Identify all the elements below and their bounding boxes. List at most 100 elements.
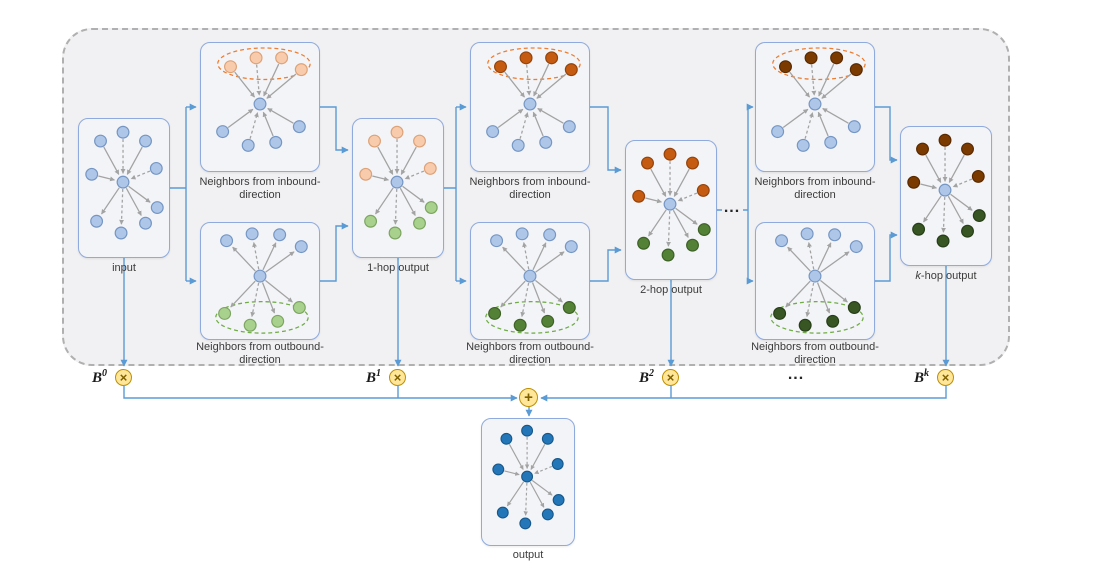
graph-node bbox=[500, 432, 513, 445]
graph-edge bbox=[519, 112, 529, 139]
graph-center-node bbox=[521, 470, 534, 483]
neighbor-cluster-ellipse bbox=[485, 301, 579, 334]
graph-node bbox=[150, 201, 164, 215]
inbound-graph-3 bbox=[771, 47, 866, 152]
graph-node bbox=[562, 301, 576, 315]
graph-edge bbox=[920, 183, 937, 190]
neighbor-cluster-ellipse bbox=[770, 301, 864, 334]
caption-line: direction bbox=[509, 189, 551, 202]
graph-node bbox=[519, 51, 533, 65]
graph-edge bbox=[789, 71, 811, 98]
connector-arrow bbox=[590, 106, 622, 174]
graph-node bbox=[114, 226, 128, 240]
inbound-neighbors-panel-1 bbox=[200, 42, 320, 172]
graph-edge bbox=[818, 63, 835, 97]
graph-edge bbox=[532, 242, 547, 271]
graph-edge bbox=[230, 280, 256, 308]
graph-node bbox=[364, 214, 378, 228]
graph-edge bbox=[645, 197, 662, 204]
graph-node bbox=[139, 134, 152, 148]
hopk-graph bbox=[907, 133, 986, 248]
outbound3-caption: Neighbors from outbound- direction bbox=[745, 341, 885, 368]
graph-node bbox=[490, 234, 504, 248]
graph-node bbox=[116, 125, 130, 139]
graph-edge bbox=[782, 108, 809, 129]
graph-edge bbox=[950, 193, 973, 211]
inbound-graph-1 bbox=[216, 47, 311, 152]
oplus-operator: + bbox=[519, 388, 538, 407]
matrix-label-bk: Bk bbox=[914, 368, 930, 386]
otimes-operator-2: × bbox=[662, 369, 679, 386]
graph-node bbox=[961, 224, 974, 238]
graph-node bbox=[294, 63, 308, 77]
otimes-icon: × bbox=[119, 370, 128, 385]
connector-arrow bbox=[590, 246, 622, 282]
graph-node bbox=[830, 51, 844, 65]
graph-node bbox=[916, 142, 929, 156]
graph-edge bbox=[805, 282, 815, 318]
graph-node bbox=[564, 240, 578, 254]
graph-node bbox=[271, 314, 285, 328]
graph-node bbox=[359, 167, 373, 181]
graph-node bbox=[245, 227, 259, 241]
output-caption: output bbox=[512, 549, 544, 561]
hop2-output-panel bbox=[625, 140, 717, 280]
graph-edge bbox=[650, 168, 667, 197]
graph-center-node bbox=[116, 175, 130, 189]
graph-edge bbox=[822, 107, 849, 124]
neighbor-cluster-ellipse bbox=[772, 47, 866, 81]
graph-node bbox=[800, 227, 814, 241]
caption-line: Neighbors from inbound- bbox=[469, 176, 591, 188]
graph-edge bbox=[816, 282, 831, 314]
inbound3-caption: Neighbors from inbound- direction bbox=[745, 176, 885, 203]
graph-node bbox=[224, 60, 237, 74]
graph-node bbox=[562, 120, 576, 134]
graph-center-node bbox=[253, 269, 267, 283]
graph-node bbox=[486, 125, 500, 139]
outbound-neighbors-panel-1 bbox=[200, 222, 320, 340]
graph-node bbox=[269, 135, 283, 149]
graph-edge bbox=[819, 279, 848, 303]
graph-node bbox=[641, 156, 654, 170]
graph-edge bbox=[250, 282, 260, 318]
input-graph-panel bbox=[78, 118, 170, 258]
graph-edge bbox=[948, 154, 965, 183]
graph-node bbox=[90, 214, 104, 228]
caption-line: direction bbox=[239, 354, 281, 367]
graph-node bbox=[972, 209, 986, 223]
graph-edge bbox=[523, 482, 529, 516]
graph-node bbox=[938, 133, 952, 147]
caption-line: direction bbox=[794, 189, 836, 202]
graph-edge bbox=[234, 71, 256, 98]
caption-line: Neighbors from outbound- bbox=[751, 341, 879, 353]
graph-edge bbox=[672, 209, 689, 238]
graph-edge bbox=[504, 470, 520, 476]
graph-node bbox=[496, 506, 509, 519]
graph-edge bbox=[266, 73, 297, 99]
graph-node bbox=[488, 306, 502, 320]
graph-edge bbox=[817, 111, 829, 137]
graph-node bbox=[847, 120, 861, 134]
graph-node bbox=[907, 175, 921, 189]
graph-edge bbox=[531, 479, 553, 496]
graph-edge bbox=[536, 73, 567, 99]
graph-node bbox=[541, 314, 555, 328]
graph-edge bbox=[232, 246, 256, 272]
graph-edge bbox=[648, 209, 667, 237]
caption-line: Neighbors from inbound- bbox=[199, 176, 321, 188]
graph-center-node bbox=[253, 97, 267, 111]
outbound-graph-1 bbox=[215, 227, 309, 334]
graph-edge bbox=[263, 63, 280, 97]
graph-edge bbox=[530, 444, 546, 470]
input-graph bbox=[85, 125, 164, 240]
graph-edge bbox=[377, 146, 394, 175]
graph-edge bbox=[126, 146, 143, 175]
input-caption: input bbox=[112, 262, 136, 274]
graph-node bbox=[249, 51, 263, 65]
graph-edge bbox=[252, 242, 260, 270]
graph-node bbox=[661, 248, 675, 262]
brow-ellipsis: ... bbox=[787, 366, 805, 383]
hop2-caption: 2-hop output bbox=[640, 284, 702, 296]
outbound-neighbors-panel-2 bbox=[470, 222, 590, 340]
graph-edge bbox=[119, 188, 125, 225]
